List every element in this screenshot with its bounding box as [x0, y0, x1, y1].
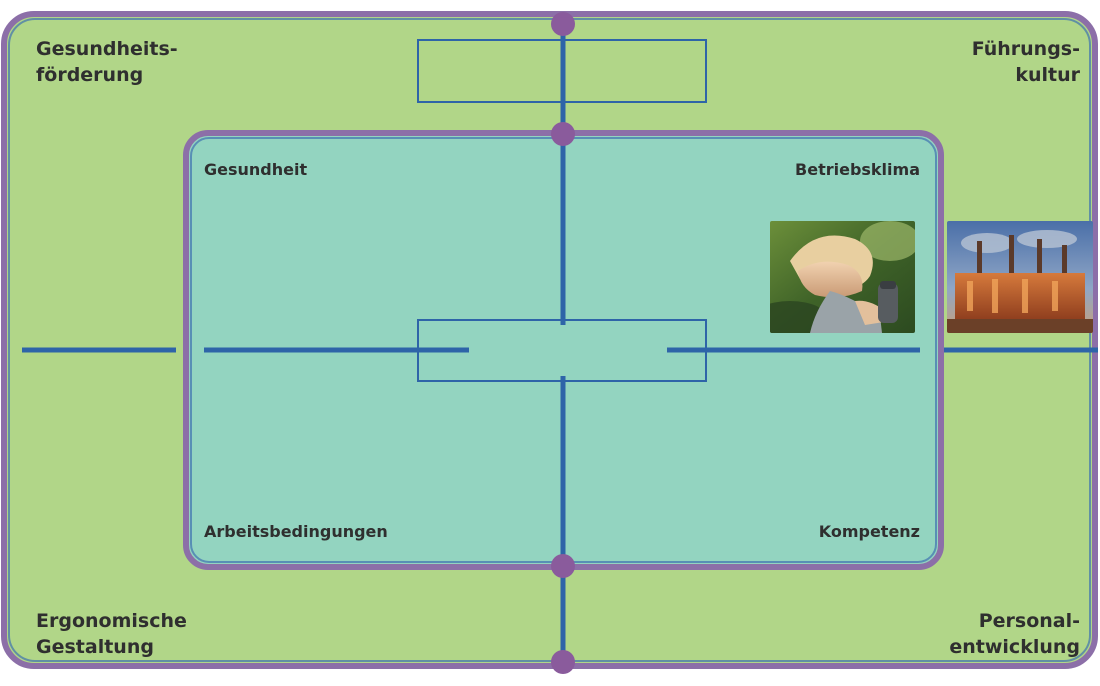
node-bottom	[551, 650, 575, 674]
outer-label-personalentwicklung: Personal- entwicklung	[949, 610, 1080, 658]
photo-factory-chimneys	[947, 221, 1093, 333]
photo-woman-working	[770, 221, 915, 333]
inner-label-arbeitsbedingungen: Arbeitsbedingungen	[204, 522, 388, 541]
inner-label-betriebsklima: Betriebsklima	[795, 160, 920, 179]
inner-label-kompetenz: Kompetenz	[818, 522, 920, 541]
photo-woman-graphic	[770, 221, 915, 333]
node-top	[551, 12, 575, 36]
inner-label-gesundheit: Gesundheit	[204, 160, 308, 179]
outer-panel-inner-stroke	[8, 18, 1091, 662]
outer-label-gesundheitsfoerderung: Gesundheits- förderung	[36, 38, 178, 86]
node-inner-top	[551, 122, 575, 146]
center-empty-box	[417, 319, 707, 382]
top-empty-box	[417, 39, 707, 103]
outer-label-ergonomische-gestaltung: Ergonomische Gestaltung	[36, 610, 187, 658]
photo-factory-graphic	[947, 221, 1093, 333]
outer-label-fuehrungskultur: Führungs- kultur	[971, 38, 1080, 86]
node-inner-bottom	[551, 554, 575, 578]
